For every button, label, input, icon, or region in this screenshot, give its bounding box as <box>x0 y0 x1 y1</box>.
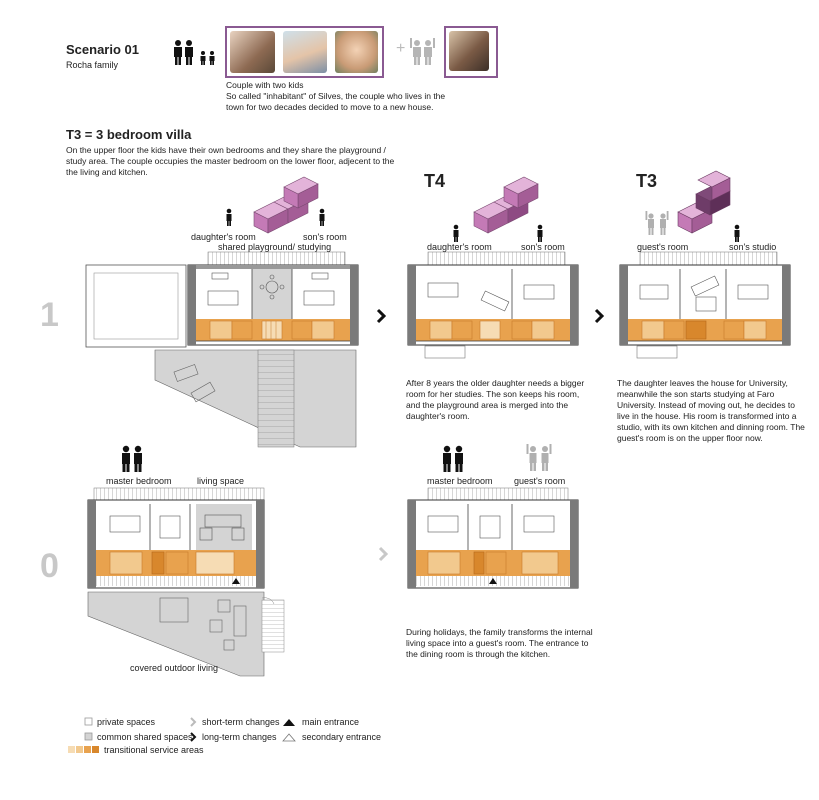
guest-person-icon <box>645 211 669 235</box>
common-spaces-swatch <box>84 732 93 741</box>
legend-long-term: long-term changes <box>202 732 277 742</box>
transitional-swatch-light <box>68 746 75 753</box>
block-diagram-t3 <box>677 170 731 234</box>
holiday-description: During holidays, the family transforms t… <box>406 627 593 659</box>
private-spaces-swatch <box>84 717 93 726</box>
baby-photo <box>335 31 378 73</box>
plan-ground-holiday <box>407 487 579 589</box>
transitional-swatch-orange <box>84 746 91 753</box>
villa-description: On the upper floor the kids have their o… <box>66 145 395 177</box>
legend-main-entrance: main entrance <box>302 717 360 727</box>
label-t4-sons-room: son's room <box>521 242 565 252</box>
guest-person-icon <box>526 444 552 471</box>
transitional-swatch-dark <box>92 746 99 753</box>
scenario-subtitle: Rocha family <box>66 60 119 70</box>
label-t3-guests-room: guest's room <box>637 242 689 252</box>
couple-icon <box>122 445 463 472</box>
legend-symbols <box>68 717 296 753</box>
family-caption: Couple with two kids So called "inhabita… <box>226 80 446 112</box>
plan-upper-t4 <box>407 251 579 359</box>
guests-photo-frame <box>444 26 498 78</box>
plan-upper-t3 <box>619 251 791 359</box>
guests-photo <box>449 31 489 71</box>
label-shared-playground: shared playground/ studying <box>218 242 332 252</box>
parents-photo <box>230 31 275 73</box>
label-sons-room: son's room <box>303 232 347 242</box>
label-master-bedroom: master bedroom <box>106 476 172 486</box>
label-t4-daughters-room: daughter's room <box>427 242 492 252</box>
plan-ground-villa <box>87 487 285 677</box>
plus-sign: + <box>396 40 406 57</box>
legend-common: common shared spaces <box>97 732 193 742</box>
block-diagram-villa <box>253 176 319 234</box>
legend-secondary-entrance: secondary entrance <box>302 732 382 742</box>
short-term-legend-icon <box>190 717 197 727</box>
label-holiday-guests-room: guest's room <box>514 476 566 486</box>
t4-description: After 8 years the older daughter needs a… <box>406 378 585 421</box>
block-diagram-t4 <box>473 176 539 234</box>
label-t3-sons-studio: son's studio <box>729 242 777 252</box>
legend-transitional: transitional service areas <box>104 745 204 755</box>
main-entrance-legend-icon <box>283 719 295 726</box>
t3-heading: T3 <box>636 171 658 191</box>
secondary-entrance-legend-icon <box>282 733 296 742</box>
label-covered-outdoor: covered outdoor living <box>130 663 219 673</box>
daughter-photo <box>283 31 327 73</box>
person-icon <box>226 208 740 242</box>
long-term-legend-icon <box>190 732 197 742</box>
scenario-title: Scenario 01 <box>66 42 139 57</box>
t4-heading: T4 <box>424 171 446 191</box>
main-entrance-marker <box>232 578 240 584</box>
villa-heading: T3 = 3 bedroom villa <box>66 127 192 142</box>
label-holiday-master-bedroom: master bedroom <box>427 476 493 486</box>
label-living-space: living space <box>197 476 245 486</box>
long-term-change-arrow <box>594 308 605 324</box>
legend-private: private spaces <box>97 717 156 727</box>
plan-upper-villa <box>85 251 359 448</box>
short-term-change-arrow <box>378 546 389 562</box>
label-daughters-room: daughter's room <box>191 232 256 242</box>
t3-description: The daughter leaves the house for Univer… <box>617 378 805 443</box>
level-ground-number: 0 <box>40 547 59 585</box>
main-entrance-marker <box>489 578 497 584</box>
transitional-swatch-mid <box>76 746 83 753</box>
level-upper-number: 1 <box>40 296 59 334</box>
long-term-change-arrow <box>376 308 387 324</box>
family-photos-frame <box>225 26 384 78</box>
legend-short-term: short-term changes <box>202 717 280 727</box>
